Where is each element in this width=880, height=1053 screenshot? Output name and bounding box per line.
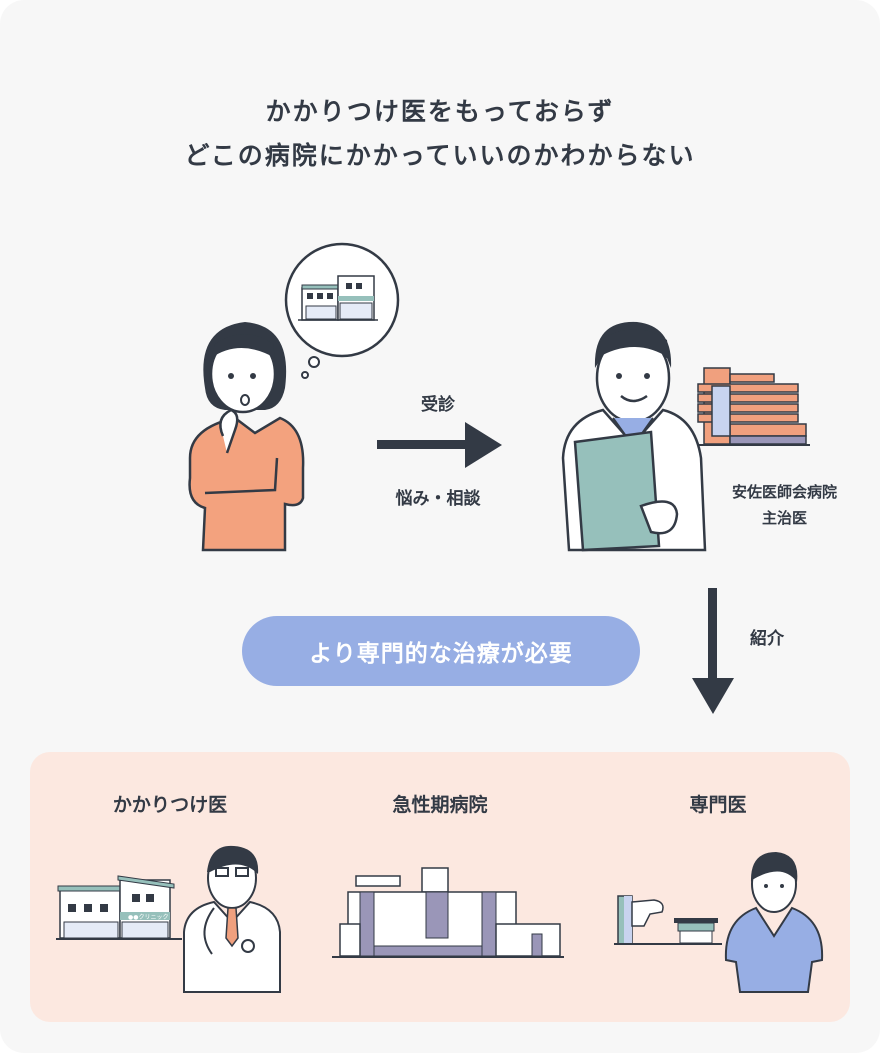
option-label-family-doctor: かかりつけ医 bbox=[112, 794, 228, 816]
referral-label: 紹介 bbox=[750, 629, 784, 649]
headline-line-1: かかりつけ医をもっておらず bbox=[265, 97, 615, 126]
specialized-treatment-needed-badge: より専門的な治療が必要 bbox=[242, 616, 640, 686]
family-doctor-illustration bbox=[183, 845, 281, 993]
consult-label: 悩み・相談 bbox=[395, 489, 481, 509]
specialist-doctor-illustration bbox=[724, 852, 824, 993]
option-label-acute-hospital: 急性期病院 bbox=[392, 794, 488, 816]
clinic-sign-text: ●●クリニック bbox=[128, 914, 168, 921]
visit-label: 受診 bbox=[421, 395, 455, 415]
attending-doctor-illustration bbox=[561, 321, 707, 552]
right-arrow-icon bbox=[377, 422, 502, 468]
headline-line-2: どこの病院にかかっていいのかわからない bbox=[184, 141, 696, 170]
worried-woman-illustration bbox=[188, 322, 305, 552]
option-label-specialist: 専門医 bbox=[689, 794, 747, 816]
medical-equipment-illustration bbox=[614, 895, 722, 945]
clinic-building-illustration: ●●クリニック bbox=[56, 875, 182, 940]
down-arrow-icon bbox=[692, 588, 734, 714]
doctor-caption-role: 主治医 bbox=[761, 509, 807, 527]
thought-bubble-clinic-illustration bbox=[284, 242, 400, 379]
acute-hospital-illustration bbox=[332, 867, 564, 958]
hospital-building-illustration bbox=[690, 367, 810, 446]
doctor-caption-hospital: 安佐医師会病院 bbox=[731, 483, 837, 501]
